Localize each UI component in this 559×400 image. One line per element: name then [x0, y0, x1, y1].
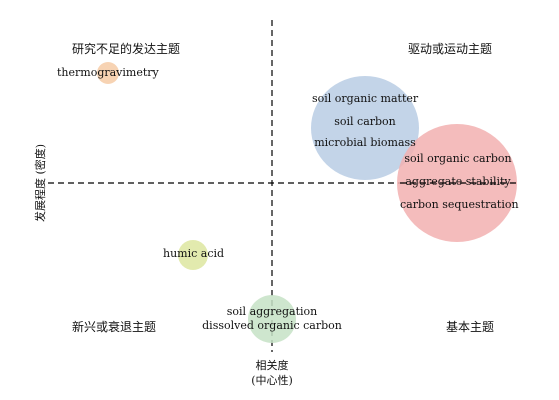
term-soil-aggregation: soil aggregation: [226, 305, 318, 318]
y-axis-label: 发展程度 (密度): [34, 143, 47, 223]
term-thermogravimetry: thermogravimetry: [57, 66, 159, 79]
term-soil-carbon: soil carbon: [334, 115, 396, 128]
term-aggregate-stability: aggregate stability: [405, 175, 511, 188]
term-dissolved-organic-carbon: dissolved organic carbon: [202, 319, 342, 332]
quadrant-label-top-right: 驱动或运动主题: [408, 42, 493, 56]
x-axis-label: 相关度 (中心性): [232, 358, 312, 388]
bubble-soil-aggregation: [248, 295, 296, 343]
bubble-humic-acid: [178, 240, 208, 270]
term-humic-acid: humic acid: [163, 247, 225, 260]
term-soil-organic-carbon: soil organic carbon: [404, 152, 512, 165]
quadrant-label-bottom-right: 基本主题: [446, 320, 495, 334]
term-soil-organic-matter: soil organic matter: [312, 92, 419, 105]
quadrant-label-top-left: 研究不足的发达主题: [72, 42, 181, 56]
quadrant-label-bottom-left: 新兴或衰退主题: [72, 320, 157, 334]
term-carbon-sequestration: carbon sequestration: [400, 198, 519, 211]
bubble-thermogravimetry: [97, 62, 119, 84]
x-axis-label-line1: 相关度: [255, 359, 289, 372]
x-axis-label-line2: (中心性): [251, 374, 293, 387]
term-microbial-biomass: microbial biomass: [314, 136, 416, 149]
